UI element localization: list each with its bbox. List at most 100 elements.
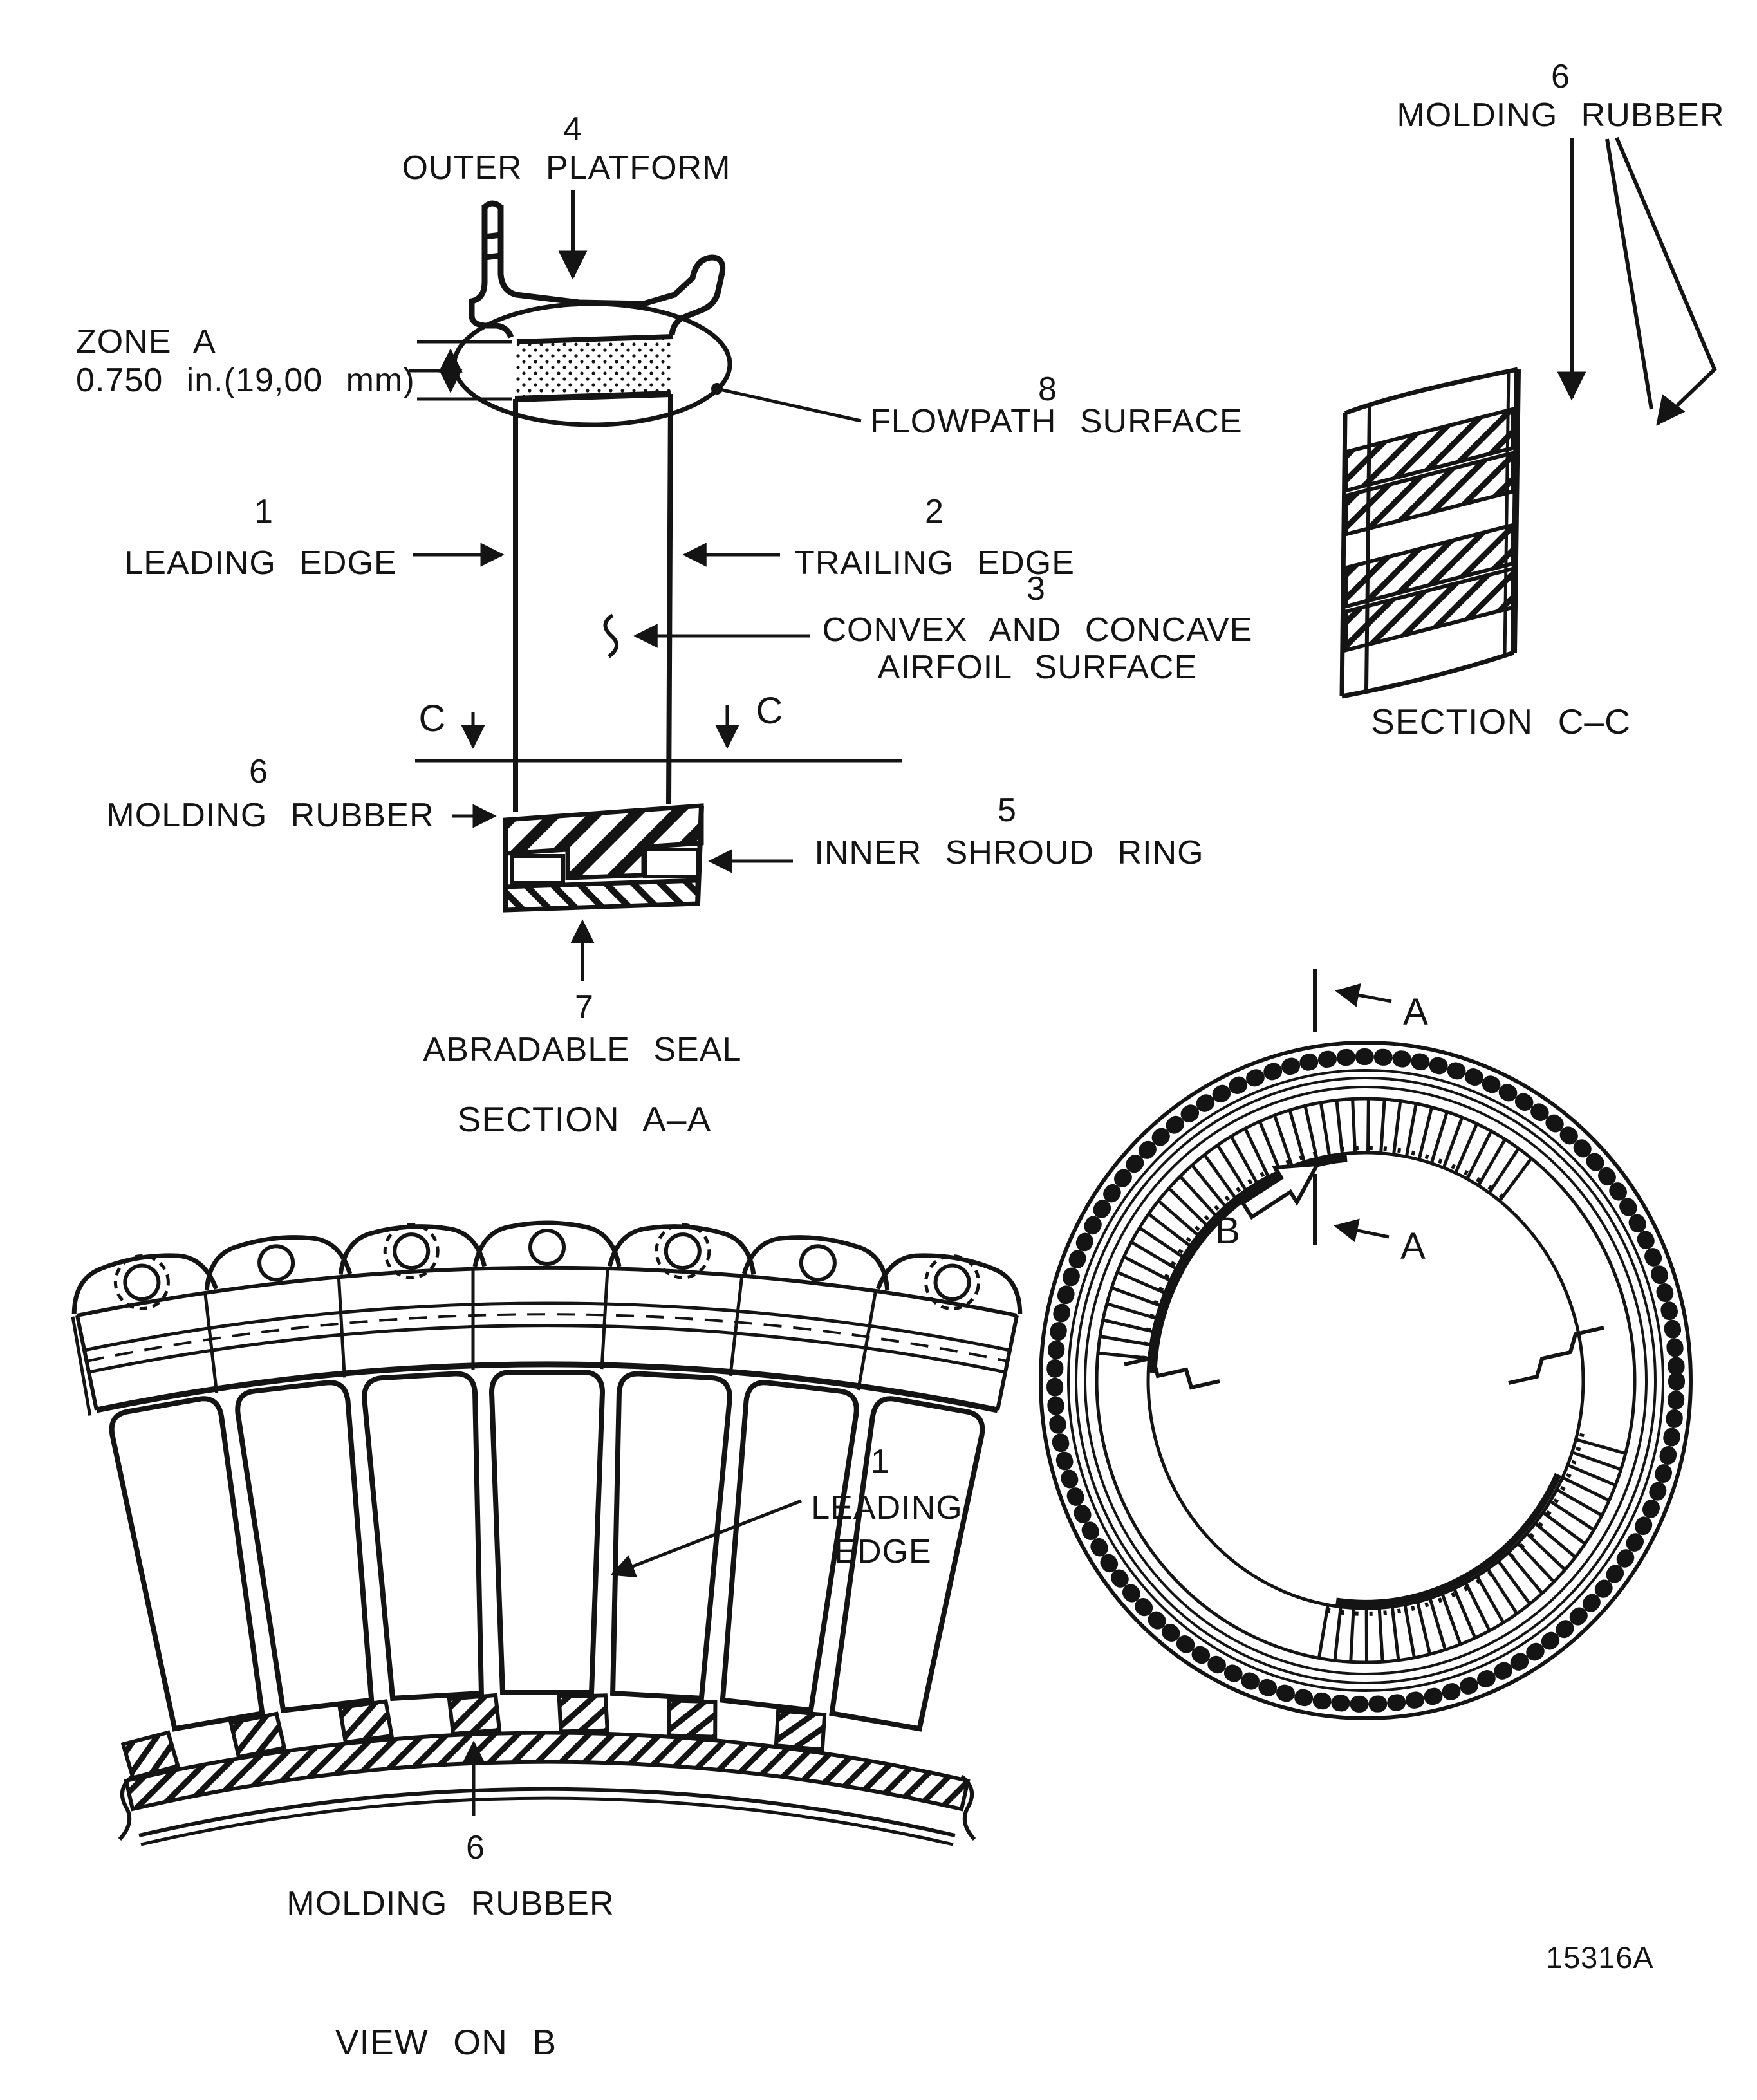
zone-a-label-line1: ZONE A [76,323,216,360]
outer-platform-label: OUTER PLATFORM [402,149,730,187]
leading-edge-number: 1 [254,493,274,530]
section-cc-caption: SECTION C–C [1371,702,1631,741]
ring-vane-line [1148,1213,1191,1247]
abradable-seal-strip [503,878,700,913]
shroud-pocket-left [510,854,565,885]
view-b-leading-label-line2: EDGE [834,1533,932,1570]
ring-vane-line [1507,1551,1544,1595]
ring-vane-line [1258,1120,1282,1172]
zone-a-label-line2: 0.750 in.(19,00 mm) [76,362,415,399]
vane-ring-view: A A B [1039,969,1693,1720]
flowpath-label: FLOWPATH SURFACE [870,403,1243,440]
outer-platform-number: 4 [563,111,582,148]
ring-vane-line [1243,1128,1270,1178]
ring-vane-line [1317,1604,1330,1659]
ring-vane-line [1566,1463,1617,1487]
ring-vane-line [1534,1521,1577,1559]
ring-vane-line [1476,1138,1507,1187]
view-on-b-drawing: 1 LEADING EDGE 6 MOLDING RUBBER VIEW ON … [41,1221,1027,2062]
flowpath-surface-line [516,334,674,344]
ring-vane-line [1454,1123,1478,1174]
ring-vane-line [1549,1500,1595,1532]
leading-edge-label: LEADING EDGE [124,544,396,582]
ring-vane-line [1571,1451,1622,1471]
view-b-caption: VIEW ON B [335,2022,557,2062]
molding-rubber-number: 6 [249,753,268,790]
inner-shroud-number: 5 [998,792,1017,829]
ring-vane-line [1542,1511,1586,1545]
view-b-molding-number: 6 [466,1829,485,1866]
ring-vane-line [1392,1101,1402,1155]
ring-vane-line [1417,1106,1433,1160]
ring-vane-line [1416,1601,1432,1655]
ring-vane-line [1366,1098,1370,1153]
ring-vane-line [1556,1488,1603,1517]
cc-vane-slice-drawing [1339,367,1521,699]
ring-vane-line [1465,1130,1493,1180]
ring-vane-line [1440,1593,1462,1645]
ring-vane-line [1097,1351,1149,1360]
ring-vane-line [1390,1606,1400,1660]
airfoil-surface-label-line2: AIRFOIL SURFACE [878,649,1198,686]
ring-vane-line [1442,1117,1464,1169]
ring-vane-line [1464,1582,1491,1632]
trailing-edge-number: 2 [925,493,944,530]
view-b-molding-label: MOLDING RUBBER [286,1885,614,1922]
inner-shroud-drawing [503,803,704,913]
cut-c-left-label: C [418,698,446,739]
ring-vane-line [1178,1175,1217,1217]
ring-vane-line [1498,1157,1533,1202]
ring-vane-line [1229,1135,1259,1184]
ring-vane-band [1097,1098,1626,1663]
ring-vane-line [1130,1240,1177,1270]
airfoil-surface-break-mark [603,613,618,658]
ring-vane-line [1379,1099,1386,1154]
ring-vane-line [1303,1105,1319,1159]
section-aa-view: 4 OUTER PLATFORM ZONE A 0.750 in.(19,00 … [76,111,1252,1139]
ring-vane-line [1525,1532,1566,1572]
inner-shroud-label: INNER SHROUD RING [814,834,1204,871]
ring-vane-line [1487,1148,1520,1194]
section-cut-cc: C C [415,690,902,763]
ring-vane-line [1117,1270,1166,1295]
view-b-leading-number: 1 [871,1443,890,1480]
section-cc-view: 6 MOLDING RUBBER SECTION C–C [1339,58,1724,741]
section-a-top-label: A [1403,991,1429,1033]
ring-vane-line [1404,1103,1418,1157]
section-a-marker-top: A [1313,969,1429,1033]
view-b-inner-band-hatch [124,1731,971,1812]
ring-vane-line [1099,1335,1151,1347]
ring-vane-line [1319,1102,1332,1157]
cc-hatch-band [1344,451,1514,537]
abradable-seal-label: ABRADABLE SEAL [423,1031,742,1068]
cc-molding-arrow-open [1605,136,1717,426]
section-aa-caption: SECTION A–A [458,1099,712,1139]
molding-rubber-label: MOLDING RUBBER [106,797,434,834]
airfoil-surface-label-line1: CONVEX AND CONCAVE [822,611,1252,649]
ring-vane-line [1429,1111,1449,1164]
ring-vane-line [1377,1608,1384,1662]
trailing-edge-label: TRAILING EDGE [794,544,1075,582]
flowpath-leader [716,387,862,423]
ring-vane-line [1349,1608,1355,1662]
zone-a-stipple [515,337,673,399]
view-b-outer-band [75,1265,1019,1413]
ring-vane-line [1333,1606,1343,1661]
ring-vane-line [1335,1100,1344,1155]
view-b-inner-band [118,1731,976,1846]
view-b-marker: B [1215,1162,1321,1252]
ring-vane-line [1351,1099,1357,1153]
ring-vane-line [1575,1438,1626,1455]
flowpath-number: 8 [1038,371,1057,408]
ring-vane-line [1139,1226,1184,1259]
ring-vane-line [1288,1110,1306,1163]
ring-vane-line [1486,1568,1519,1615]
view-b-leading-arrow [610,1499,802,1578]
ring-vane-line [1203,1153,1237,1199]
ring-vane-line [1191,1164,1227,1208]
view-b-leading-label-line1: LEADING [811,1489,963,1527]
ring-vane-line [1561,1476,1610,1502]
ring-vane-line [1167,1187,1208,1227]
